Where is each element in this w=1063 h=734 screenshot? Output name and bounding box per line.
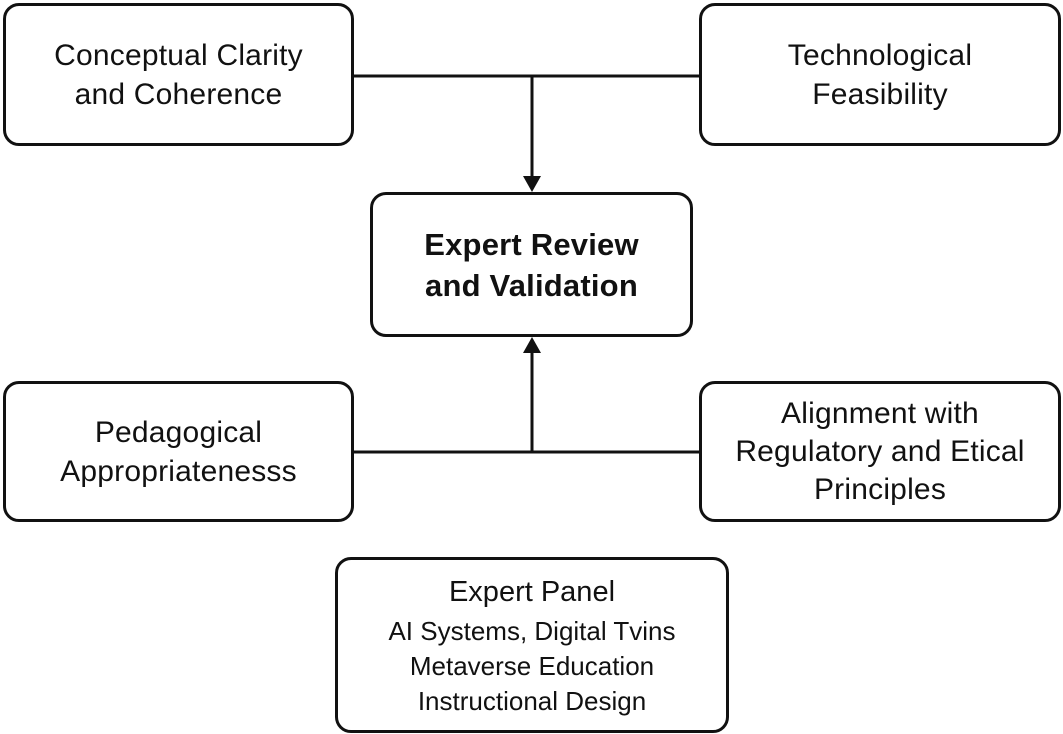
expert-panel-title: Expert Panel <box>448 575 616 608</box>
conceptual-clarity-line-1: Conceptual Clarity <box>54 38 303 72</box>
alignment-line-2: Regulatory and Etical <box>735 434 1025 468</box>
pedagogical-line-1: Pedagogical <box>94 415 263 449</box>
alignment-line-1: Alignment with <box>781 396 979 430</box>
technological-feasibility-line-1: Technological <box>787 38 973 72</box>
top-arrowhead-icon <box>523 176 541 192</box>
alignment-line-3: Principles <box>813 472 947 506</box>
pedagogical-appropriateness-label: Pedagogical Appropriatenesss <box>60 413 297 491</box>
expert-panel-line-1: AI Systems, Digital Tvins <box>388 615 676 646</box>
bottom-arrowhead-icon <box>523 337 541 353</box>
pedagogical-appropriateness-node: Pedagogical Appropriatenesss <box>3 381 354 522</box>
technological-feasibility-line-2: Feasibility <box>812 77 948 111</box>
conceptual-clarity-label: Conceptual Clarity and Coherence <box>54 36 303 114</box>
expert-panel-node: Expert Panel AI Systems, Digital Tvins M… <box>335 557 729 733</box>
expert-review-node: Expert Review and Validation <box>370 192 693 337</box>
technological-feasibility-label: Technological Feasibility <box>788 36 972 114</box>
expert-panel-line-2: Metaverse Education <box>409 650 655 681</box>
expert-panel-line-3: Instructional Design <box>417 685 647 716</box>
alignment-regulatory-node: Alignment with Regulatory and Etical Pri… <box>699 381 1061 522</box>
expert-review-label: Expert Review and Validation <box>424 224 639 306</box>
conceptual-clarity-node: Conceptual Clarity and Coherence <box>3 3 354 146</box>
pedagogical-line-2: Appropriatenesss <box>60 454 297 488</box>
conceptual-clarity-line-2: and Coherence <box>74 77 283 111</box>
expert-review-line-2: and Validation <box>425 267 638 303</box>
technological-feasibility-node: Technological Feasibility <box>699 3 1061 146</box>
alignment-regulatory-label: Alignment with Regulatory and Etical Pri… <box>735 395 1024 509</box>
expert-review-line-1: Expert Review <box>424 226 639 262</box>
